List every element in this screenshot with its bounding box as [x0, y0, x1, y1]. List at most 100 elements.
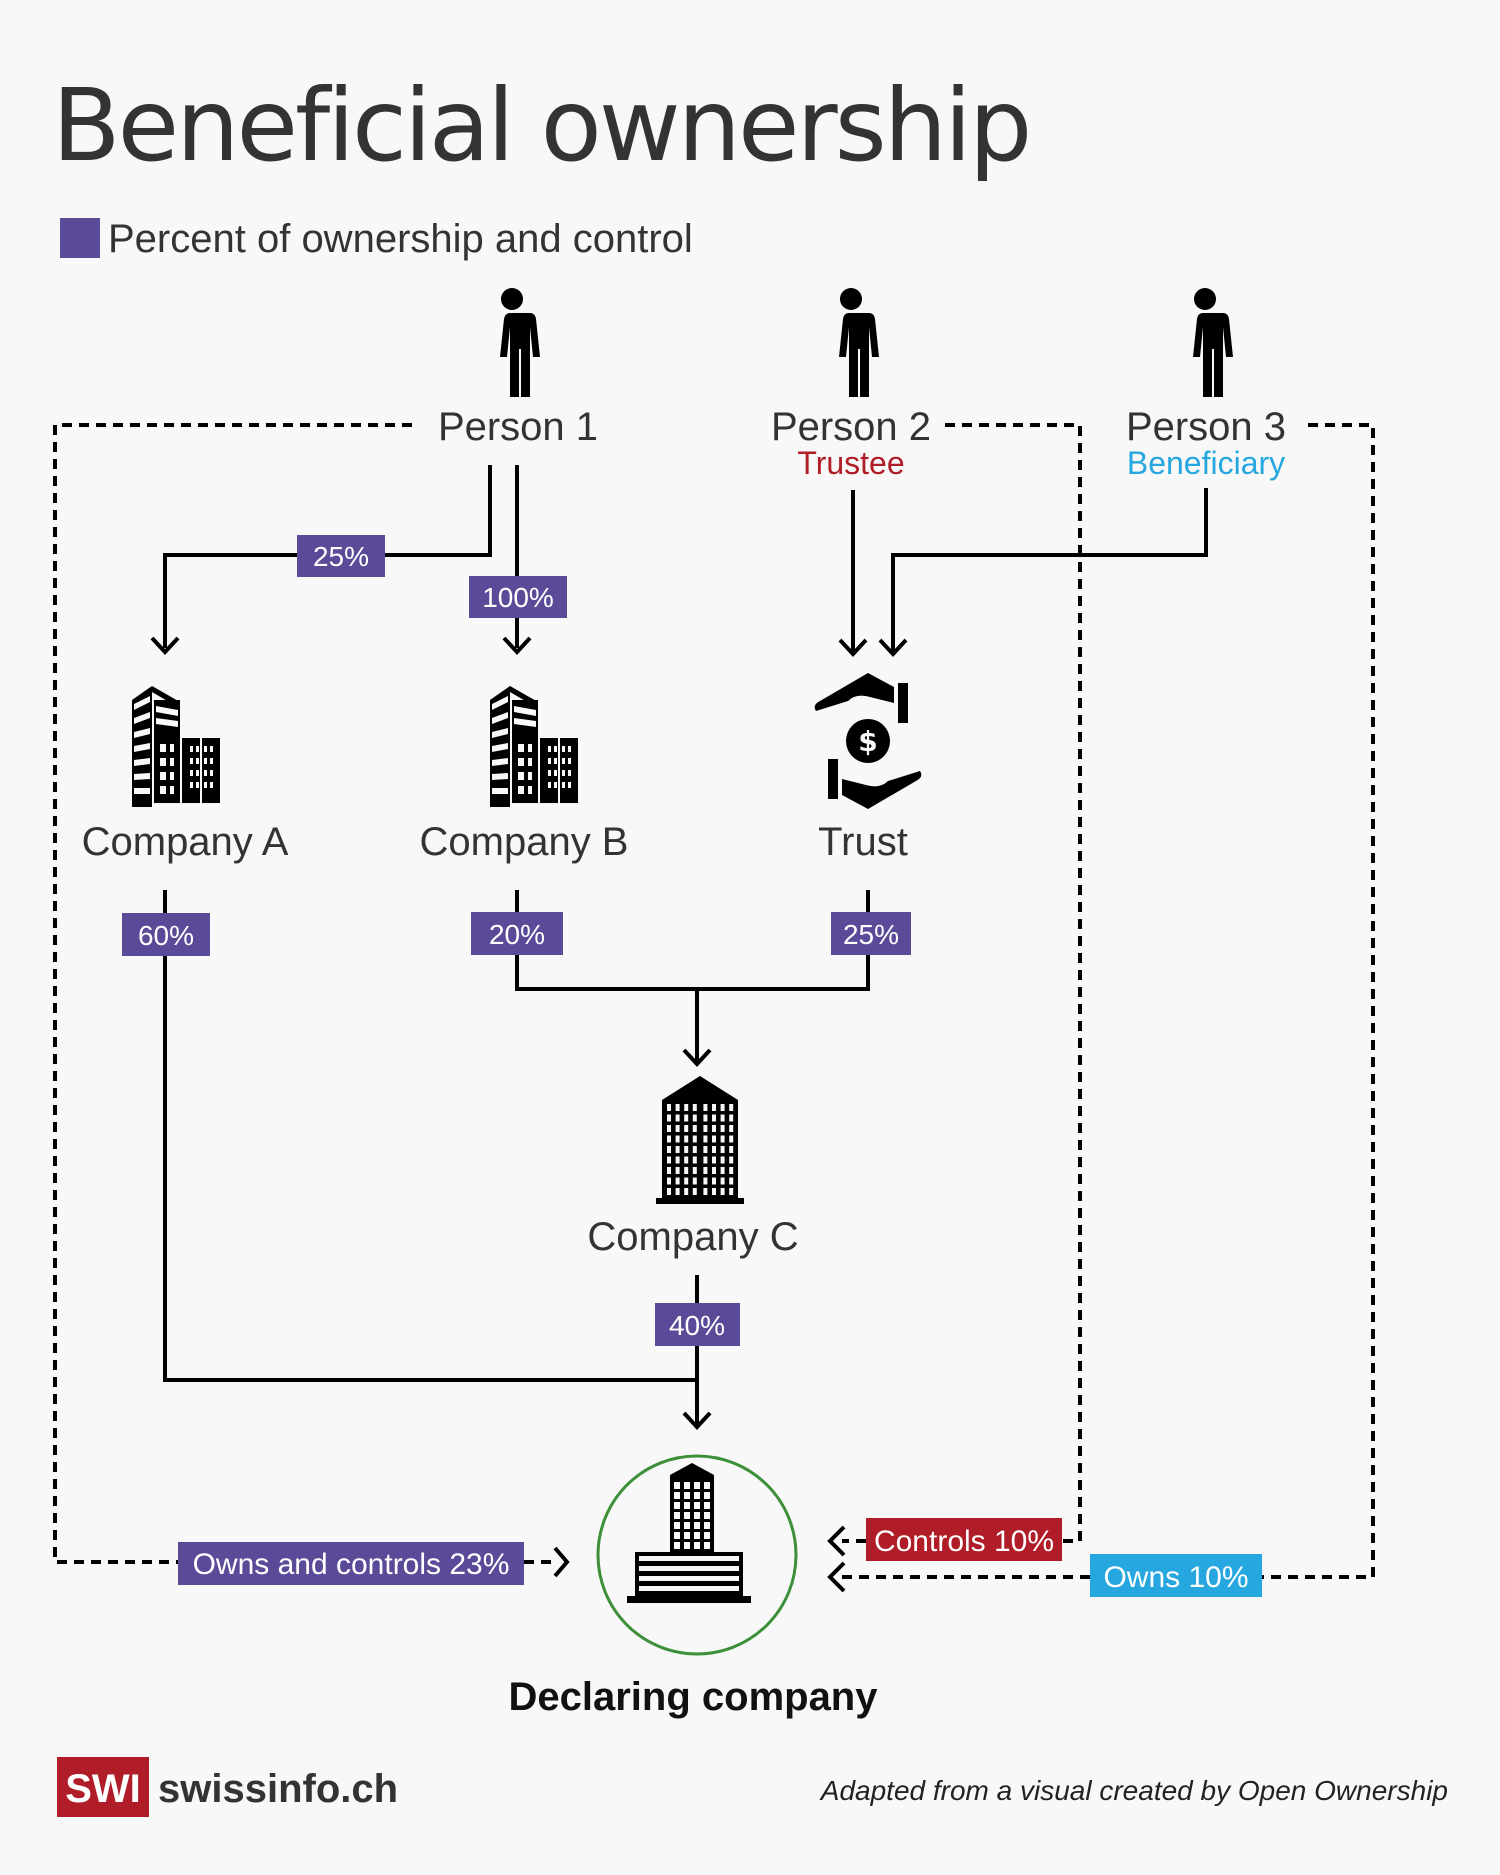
window — [674, 1502, 680, 1509]
window — [712, 1188, 716, 1195]
window — [694, 1482, 700, 1489]
window — [704, 1512, 710, 1519]
window — [684, 1104, 689, 1111]
swi-logo-mark — [57, 1757, 149, 1817]
window — [684, 1177, 689, 1185]
window — [684, 1492, 690, 1499]
window — [720, 1177, 725, 1185]
arrow-head-icon — [553, 1546, 570, 1578]
badge-p3-direct — [1090, 1554, 1262, 1597]
window — [675, 1146, 680, 1153]
window — [729, 1125, 734, 1132]
swissinfo-link[interactable]: swissinfo.ch — [158, 1767, 398, 1811]
window — [703, 1104, 708, 1111]
badge-b-c — [471, 912, 563, 955]
badge-p1-a — [297, 535, 385, 577]
window — [674, 1542, 680, 1549]
person-2-role: Trustee — [797, 445, 904, 481]
window — [692, 1114, 697, 1122]
declaring-company-label: Declaring company — [508, 1675, 878, 1719]
arrow-head-icon — [827, 1561, 846, 1593]
badge-b-c-text: 20% — [489, 919, 545, 950]
window — [712, 1114, 716, 1122]
window — [692, 1167, 697, 1174]
window — [684, 1135, 689, 1143]
window — [703, 1146, 708, 1153]
company-c-icon — [656, 1076, 744, 1204]
arrow-head-icon — [682, 1048, 712, 1067]
window — [667, 1177, 671, 1185]
credit-text: Adapted from a visual created by Open Ow… — [819, 1775, 1448, 1806]
window — [684, 1156, 689, 1164]
window — [704, 1532, 710, 1539]
window — [684, 1502, 690, 1509]
window — [675, 1125, 680, 1132]
window — [639, 1576, 739, 1581]
window — [675, 1135, 680, 1143]
badge-a-decl — [122, 913, 210, 956]
window — [692, 1156, 697, 1164]
window — [675, 1177, 680, 1185]
window — [720, 1104, 725, 1111]
window — [684, 1114, 689, 1122]
arrow-head-icon — [150, 636, 180, 655]
window — [694, 1532, 700, 1539]
company-b-icon — [490, 686, 578, 807]
person-3-role: Beneficiary — [1127, 445, 1285, 481]
swi-logo-text: SWI — [65, 1767, 141, 1811]
window — [694, 1502, 700, 1509]
arrow-head-icon — [502, 636, 532, 655]
window — [692, 1177, 697, 1185]
window — [684, 1542, 690, 1549]
window — [703, 1125, 708, 1132]
window — [674, 1482, 680, 1489]
window — [667, 1167, 671, 1174]
company-a-icon — [132, 686, 220, 807]
arrow-head-icon — [682, 1411, 712, 1430]
window — [712, 1146, 716, 1153]
edge-p1-direct — [53, 423, 412, 1564]
badge-p3-direct-text: Owns 10% — [1103, 1561, 1248, 1594]
badge-p1-b-text: 100% — [482, 582, 554, 613]
page-title: Beneficial ownership — [52, 67, 1029, 184]
legend-swatch — [60, 218, 100, 258]
window — [704, 1482, 710, 1489]
window — [674, 1522, 680, 1529]
window — [684, 1125, 689, 1132]
trust-hands-dollar-icon: $ — [814, 673, 922, 809]
window — [720, 1135, 725, 1143]
window — [674, 1512, 680, 1519]
window — [694, 1522, 700, 1529]
declaring-ring — [596, 1454, 798, 1656]
window — [703, 1177, 708, 1185]
badge-trust-c — [831, 912, 911, 955]
window — [639, 1556, 739, 1561]
window — [729, 1135, 734, 1143]
badge-p1-direct — [178, 1542, 524, 1585]
window — [674, 1532, 680, 1539]
window — [684, 1188, 689, 1195]
window — [703, 1135, 708, 1143]
window — [729, 1177, 734, 1185]
window — [667, 1114, 671, 1122]
window — [694, 1492, 700, 1499]
arrow-head-icon — [878, 638, 908, 657]
window — [694, 1512, 700, 1519]
window — [720, 1114, 725, 1122]
window — [729, 1188, 734, 1195]
window — [675, 1167, 680, 1174]
window — [720, 1146, 725, 1153]
window — [720, 1188, 725, 1195]
window — [692, 1135, 697, 1143]
window — [684, 1167, 689, 1174]
window — [703, 1156, 708, 1164]
window — [692, 1188, 697, 1195]
svg-text:$: $ — [858, 725, 877, 758]
badge-c-decl-text: 40% — [669, 1310, 725, 1341]
window — [704, 1502, 710, 1509]
window — [692, 1104, 697, 1111]
badge-c-decl — [655, 1303, 740, 1346]
window — [684, 1512, 690, 1519]
window — [712, 1135, 716, 1143]
